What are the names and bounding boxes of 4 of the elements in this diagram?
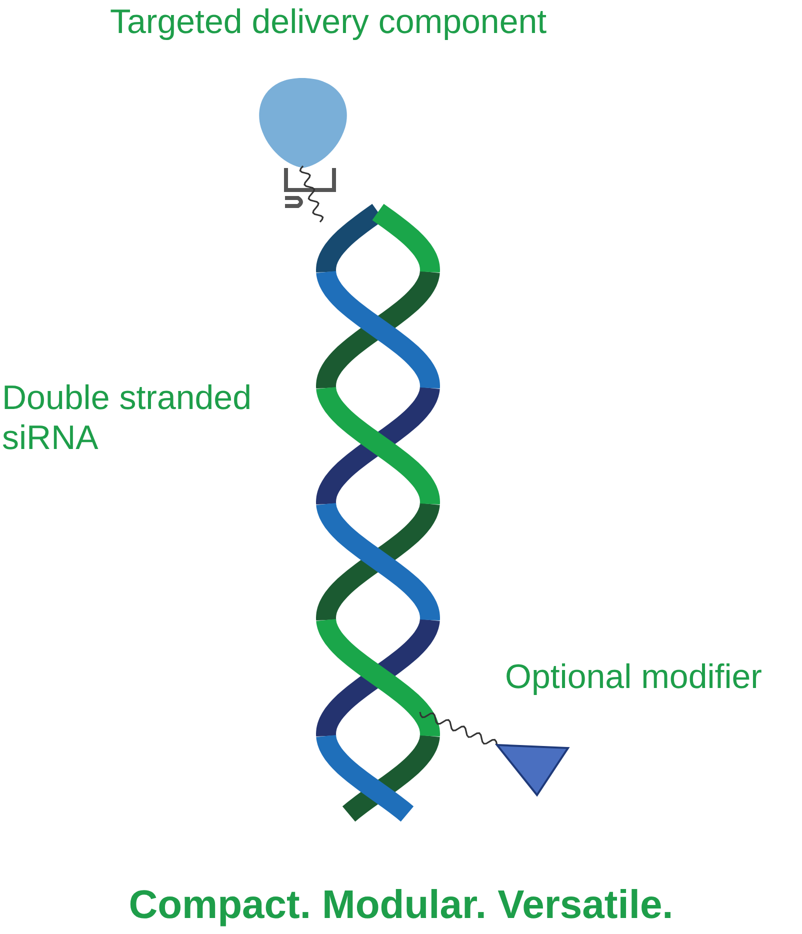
caption: Compact. Modular. Versatile. bbox=[128, 885, 674, 925]
part-label: Optional modifier bbox=[505, 657, 762, 697]
part-label: Targeted delivery component bbox=[110, 2, 547, 42]
part-label: Double stranded siRNA bbox=[2, 378, 253, 458]
